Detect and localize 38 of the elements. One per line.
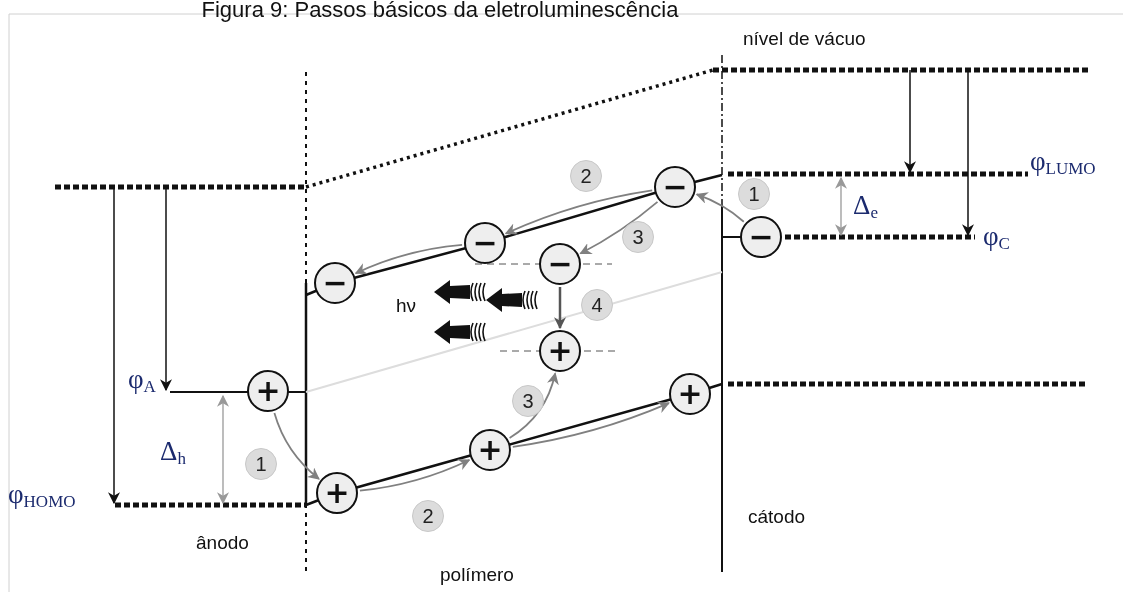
charge-circle: + xyxy=(316,472,358,514)
step-number-badge: 1 xyxy=(738,178,770,210)
arrow xyxy=(508,372,559,439)
charge-circle: + xyxy=(539,330,581,372)
symbol-label: φ$_{LUMO}$ xyxy=(1030,146,1096,179)
region-label: ânodo xyxy=(196,532,249,554)
step-number-badge: 3 xyxy=(622,221,654,253)
arrow xyxy=(354,244,463,275)
symbol-label: φ$_{HOMO}$ xyxy=(8,479,76,512)
charge-circle: − xyxy=(654,166,696,208)
step-number-badge: 3 xyxy=(512,385,544,417)
charge-circle: + xyxy=(247,370,289,412)
figure-title: Figura 9: Passos básicos da eletroluminescência xyxy=(200,0,680,23)
arrow xyxy=(695,192,745,223)
symbol-label: φ$_{A}$ xyxy=(128,364,156,397)
step-number-badge: 4 xyxy=(581,289,613,321)
symbol-label: Δ$_{e}$ xyxy=(853,190,878,223)
axis-label: nível de vácuo xyxy=(743,28,866,50)
arrow xyxy=(511,401,670,448)
charge-circle: − xyxy=(314,262,356,304)
step-number-badge: 2 xyxy=(570,160,602,192)
arrow xyxy=(554,287,566,330)
step-number-badge: 2 xyxy=(412,500,444,532)
charge-circle: − xyxy=(539,243,581,285)
arrow xyxy=(359,459,471,492)
arrow xyxy=(579,201,659,255)
charge-circle: + xyxy=(469,429,511,471)
arrow xyxy=(504,189,654,235)
charge-circle: + xyxy=(669,373,711,415)
symbol-label: Δ$_{h}$ xyxy=(160,436,186,469)
charge-circle: − xyxy=(464,222,506,264)
symbol-label: φ$_{C}$ xyxy=(983,221,1010,254)
symbol-label: hν xyxy=(396,295,417,317)
charge-circle: − xyxy=(740,216,782,258)
region-label: polímero xyxy=(440,564,514,586)
region-label: cátodo xyxy=(748,506,806,528)
arrow xyxy=(273,412,320,480)
step-number-badge: 1 xyxy=(245,448,277,480)
